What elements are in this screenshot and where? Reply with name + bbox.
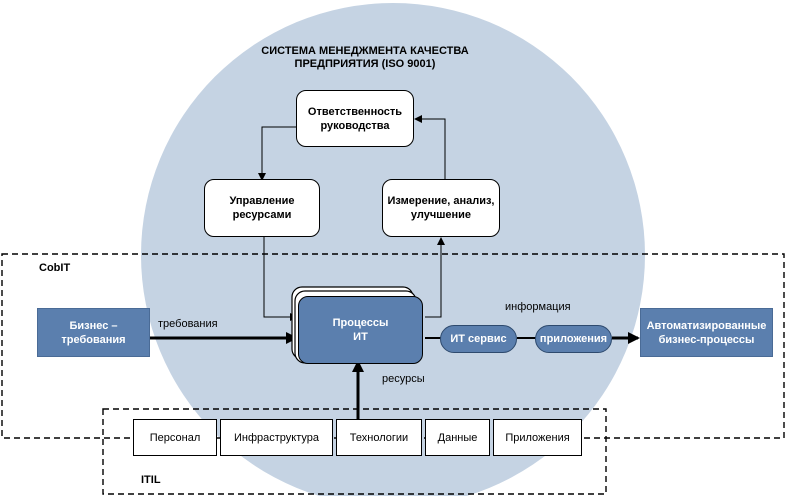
resources-label: ресурсы (382, 373, 425, 385)
processes-box: Процессы ИТ (298, 296, 423, 364)
automated-processes-box: Автоматизированные бизнес-процессы (640, 308, 773, 357)
itil-item-infrastructure: Инфраструктура (220, 419, 333, 456)
information-label: информация (505, 301, 571, 313)
arrow-resources-to-processes (263, 237, 298, 321)
itil-item-personnel: Персонал (133, 419, 217, 456)
iso-title: СИСТЕМА МЕНЕДЖМЕНТА КАЧЕСТВА ПРЕДПРИЯТИЯ… (261, 45, 469, 70)
applications-pill: приложения (535, 325, 612, 353)
arrow-processes-to-measurement (425, 237, 445, 318)
itil-label: ITIL (141, 474, 161, 486)
iso-circle (141, 3, 645, 496)
arrow-measurement-to-responsibility (414, 115, 446, 181)
itil-item-applications: Приложения (493, 419, 582, 456)
cobit-frame (1, 253, 785, 439)
business-requirements-box: Бизнес – требования (37, 308, 150, 357)
arrow-responsibility-to-resources (258, 126, 297, 181)
itil-item-technologies: Технологии (336, 419, 422, 456)
responsibility-box: Ответственность руководства (296, 90, 414, 147)
cobit-label: CobIT (39, 262, 71, 274)
itil-frame (102, 408, 607, 495)
requirements-label: требования (158, 318, 218, 330)
measurement-box: Измерение, анализ, улучшение (382, 179, 500, 237)
it-service-pill: ИТ сервис (440, 325, 517, 353)
resource-management-box: Управление ресурсами (204, 179, 320, 237)
itil-item-data: Данные (425, 419, 490, 456)
